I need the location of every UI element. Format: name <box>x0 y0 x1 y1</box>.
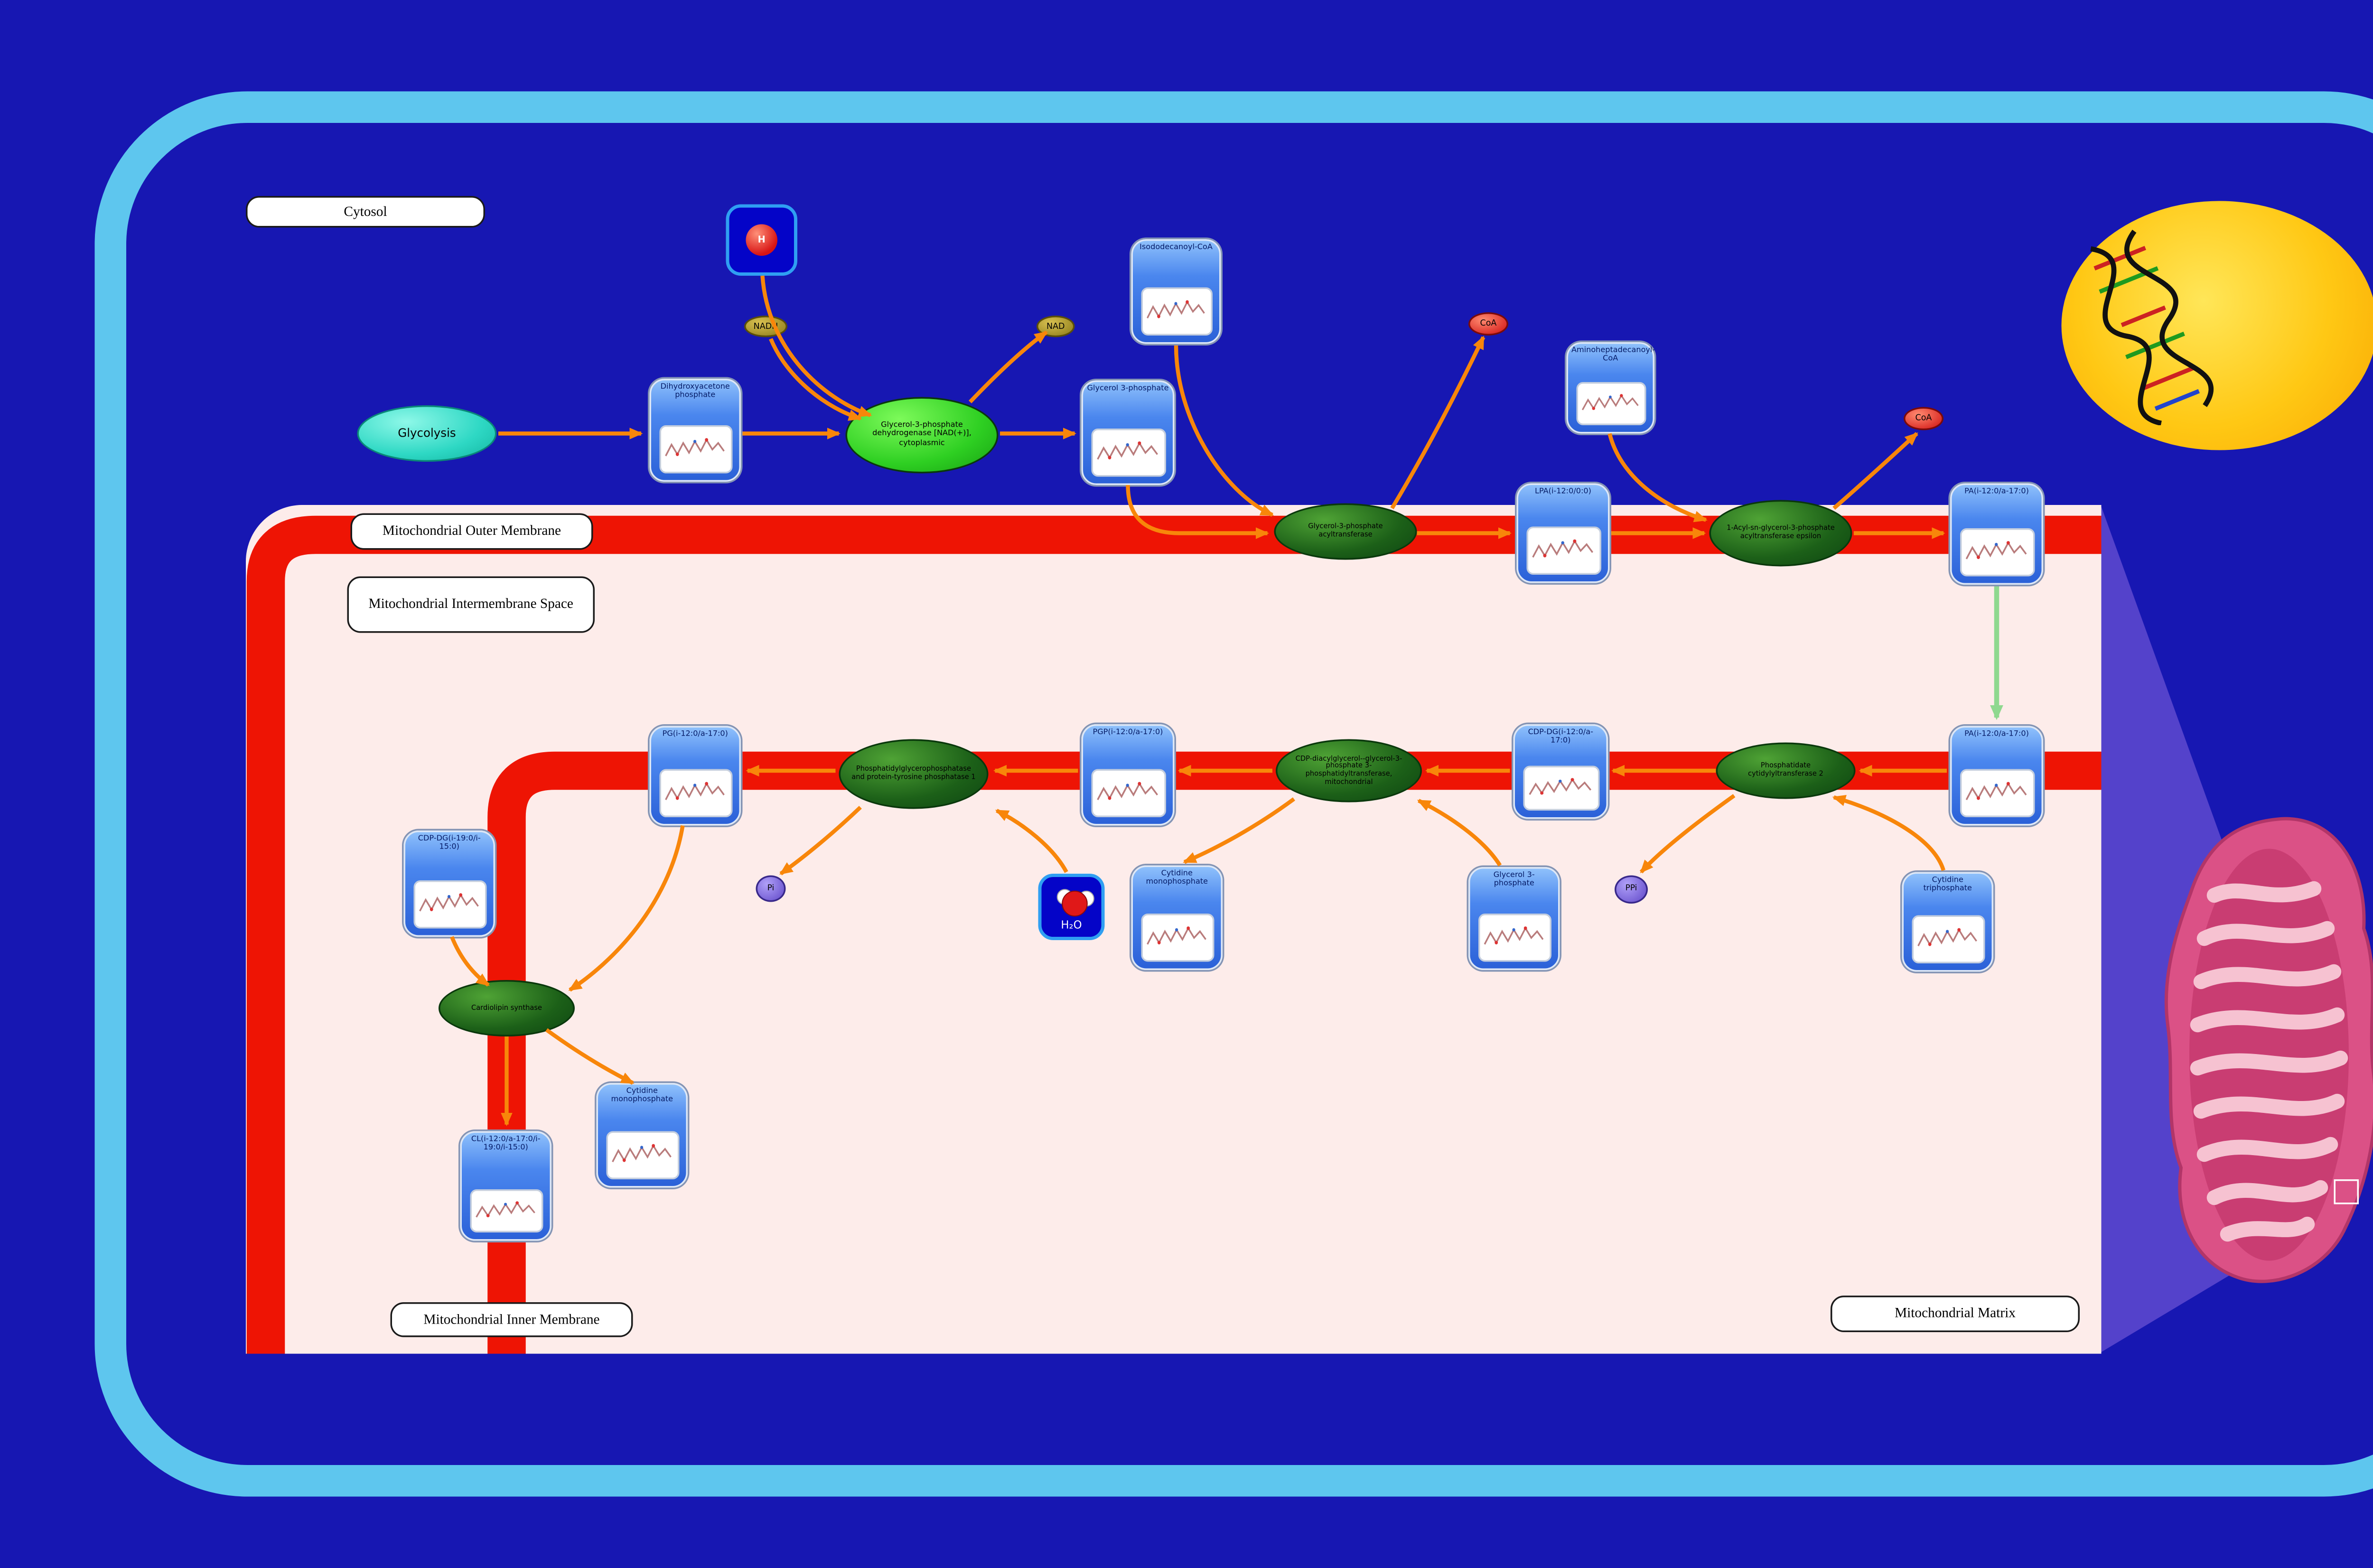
molecule-structure-icon <box>1140 288 1212 336</box>
water-label: H₂O <box>1061 919 1082 932</box>
metabolite-nadh[interactable]: NADH <box>744 316 787 337</box>
molecule-structure-icon <box>606 1131 679 1180</box>
molecule-structure-icon <box>1576 382 1645 425</box>
molecule-structure-icon <box>659 769 732 818</box>
enzyme-cytidylyltransferase-2[interactable]: Phosphatidate cytidylyltransferase 2 <box>1716 743 1856 799</box>
molecule-structure-icon <box>1091 769 1166 818</box>
molecule-structure-icon <box>1911 915 1984 964</box>
metabolite-water[interactable]: H₂O <box>1038 874 1105 940</box>
molecule-structure-icon <box>1959 528 2034 577</box>
metabolite-label: Isododecanoyl-CoA <box>1133 241 1219 252</box>
label-inner-membrane: Mitochondrial Inner Membrane <box>391 1302 633 1337</box>
enzyme-g3p-acyltransferase[interactable]: Glycerol-3-phosphate acyltransferase <box>1274 504 1417 560</box>
proton-icon: H <box>746 224 778 256</box>
metabolite-label: PA(i-12:0/a-17:0) <box>1952 485 2042 496</box>
metabolite-label: CDP-DG(i-12:0/a-17:0) <box>1515 726 1607 746</box>
metabolite-label: CL(i-12:0/a-17:0/i-19:0/i-15:0) <box>462 1133 550 1152</box>
nucleus <box>2062 201 2373 450</box>
metabolite-pgp[interactable]: PGP(i-12:0/a-17:0) <box>1082 724 1175 826</box>
metabolite-label: Aminoheptadecanoyl-CoA <box>1568 344 1653 364</box>
process-glycolysis[interactable]: Glycolysis <box>357 405 497 462</box>
enzyme-g3p-dehydrogenase[interactable]: Glycerol-3-phosphate dehydrogenase [NAD(… <box>846 397 999 474</box>
molecule-structure-icon <box>1477 914 1551 962</box>
metabolite-isododecanoyl-coa[interactable]: Isododecanoyl-CoA <box>1131 239 1221 344</box>
metabolite-nad[interactable]: NAD <box>1037 316 1075 337</box>
molecule-structure-icon <box>469 1189 542 1232</box>
metabolite-label: Cytidine monophosphate <box>1133 867 1221 887</box>
enzyme-cardiolipin-synthase[interactable]: Cardiolipin synthase <box>439 980 575 1036</box>
metabolite-pa-inner[interactable]: PA(i-12:0/a-17:0) <box>1950 726 2043 826</box>
metabolite-cardiolipin[interactable]: CL(i-12:0/a-17:0/i-19:0/i-15:0) <box>460 1131 552 1241</box>
metabolite-ppi[interactable]: PPi <box>1615 876 1648 904</box>
water-molecule-icon: H₂O <box>1043 879 1100 935</box>
metabolite-proton[interactable]: H <box>726 205 798 276</box>
metabolite-cytidine-triphosphate[interactable]: Cytidine triphosphate <box>1902 872 1994 972</box>
molecule-structure-icon <box>1959 769 2034 818</box>
metabolite-label: Glycerol 3-phosphate <box>1470 869 1559 888</box>
label-matrix: Mitochondrial Matrix <box>1831 1296 2080 1332</box>
metabolite-cytidine-monophosphate-matrix[interactable]: Cytidine monophosphate <box>1131 866 1223 971</box>
metabolite-label: PA(i-12:0/a-17:0) <box>1952 728 2042 738</box>
label-outer-membrane: Mitochondrial Outer Membrane <box>351 513 593 550</box>
metabolite-label: Cytidine monophosphate <box>598 1085 686 1104</box>
metabolite-label: LPA(i-12:0/0:0) <box>1518 485 1608 496</box>
proton-label: H <box>758 235 766 245</box>
molecule-structure-icon <box>1140 914 1214 962</box>
zoom-target-square <box>2334 1179 2359 1204</box>
metabolite-label: Dihydroxyacetone phosphate <box>651 381 739 400</box>
metabolite-label: CDP-DG(i-19:0/i-15:0) <box>405 832 494 852</box>
molecule-structure-icon <box>1526 527 1601 575</box>
label-intermembrane-space: Mitochondrial Intermembrane Space <box>347 577 595 633</box>
metabolite-glycerol-3-phosphate[interactable]: Glycerol 3-phosphate <box>1082 381 1175 485</box>
label-cytosol: Cytosol <box>246 196 485 228</box>
molecule-structure-icon <box>1091 429 1166 477</box>
metabolite-label: PG(i-12:0/a-17:0) <box>651 728 739 738</box>
metabolite-cdp-dg-12-17[interactable]: CDP-DG(i-12:0/a-17:0) <box>1513 724 1608 819</box>
molecule-structure-icon <box>1523 766 1599 811</box>
molecule-structure-icon <box>659 425 732 474</box>
metabolite-coa-2[interactable]: CoA <box>1904 407 1943 430</box>
metabolite-coa-1[interactable]: CoA <box>1468 312 1508 336</box>
molecule-structure-icon <box>413 880 486 929</box>
enzyme-pgp-synthase[interactable]: CDP-diacylglycerol--glycerol-3-phosphate… <box>1276 739 1422 803</box>
metabolite-pi[interactable]: Pi <box>756 876 786 902</box>
metabolite-pa-outer[interactable]: PA(i-12:0/a-17:0) <box>1950 484 2043 585</box>
metabolite-label: PGP(i-12:0/a-17:0) <box>1083 726 1173 737</box>
metabolite-aminoheptadecanoyl-coa[interactable]: Aminoheptadecanoyl-CoA <box>1567 342 1655 434</box>
metabolite-dihydroxyacetone-phosphate[interactable]: Dihydroxyacetone phosphate <box>650 379 741 482</box>
metabolite-cytidine-monophosphate-2[interactable]: Cytidine monophosphate <box>597 1083 688 1188</box>
metabolite-label: Glycerol 3-phosphate <box>1083 382 1173 393</box>
enzyme-agpat-epsilon[interactable]: 1-Acyl-sn-glycerol-3-phosphate acyltrans… <box>1710 500 1852 567</box>
metabolite-label: Cytidine triphosphate <box>1904 874 1992 893</box>
metabolite-lpa[interactable]: LPA(i-12:0/0:0) <box>1517 484 1610 583</box>
metabolite-glycerol-3-phosphate-matrix[interactable]: Glycerol 3-phosphate <box>1468 867 1560 970</box>
metabolite-cdp-dg-19-15[interactable]: CDP-DG(i-19:0/i-15:0) <box>404 831 495 937</box>
metabolite-pg[interactable]: PG(i-12:0/a-17:0) <box>650 726 741 826</box>
enzyme-pgp-phosphatase[interactable]: Phosphatidylglycerophosphatase and prote… <box>839 739 989 809</box>
